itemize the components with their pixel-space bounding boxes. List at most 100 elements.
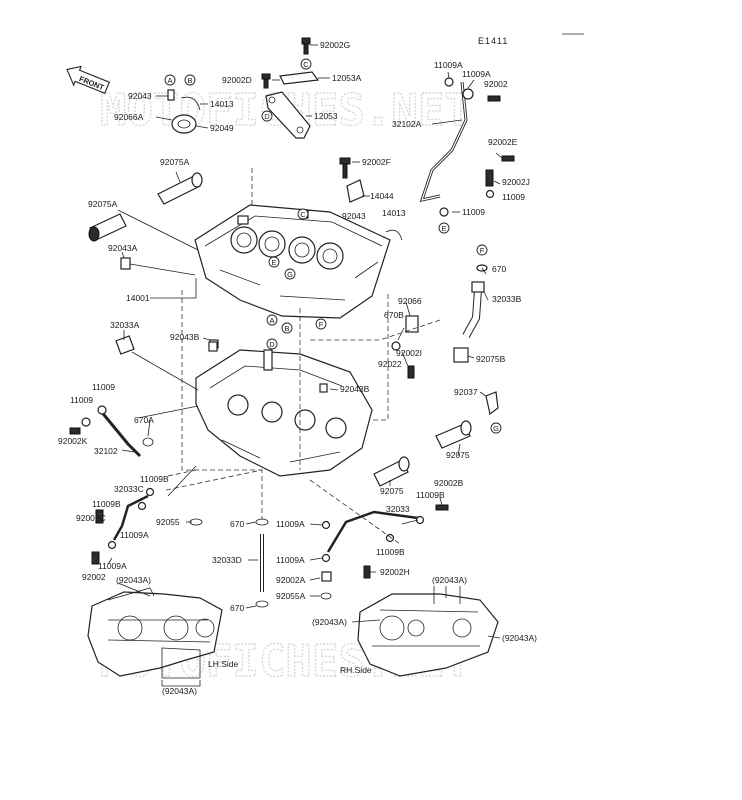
rh-side-casting <box>357 593 499 677</box>
svg-text:B: B <box>284 324 289 333</box>
part-label: 11009A <box>276 555 305 565</box>
part-label: 92066 <box>398 296 422 306</box>
svg-text:F: F <box>480 246 485 255</box>
callout-e-case: E <box>268 256 280 268</box>
callout-c-case: C <box>297 208 309 220</box>
callout-b-case: B <box>281 322 293 334</box>
part-label: 32033C <box>114 484 144 494</box>
part-label: 11009B <box>92 499 121 509</box>
part-label: 92002B <box>434 478 464 488</box>
part-label: 92055A <box>276 591 306 601</box>
part-label: 32033 <box>386 504 410 514</box>
part-label: 92043B <box>340 384 370 394</box>
upper-crankcase <box>194 204 391 319</box>
part-label: 670A <box>134 415 154 425</box>
svg-text:C: C <box>303 60 309 69</box>
part-label: 11009A <box>120 530 149 540</box>
rh-side-label: RH.Side <box>340 665 372 675</box>
part-label: 92002F <box>362 157 391 167</box>
callout-d-top: D <box>261 110 273 122</box>
part-label: 14013 <box>210 99 234 109</box>
callout-f-hose: F <box>476 244 488 256</box>
part-label: 670 <box>230 603 244 613</box>
part-label: 92075 <box>380 486 404 496</box>
part-label: 11009A <box>98 561 127 571</box>
svg-text:F: F <box>319 320 324 329</box>
part-label: 92002A <box>276 575 306 585</box>
part-label: 92049 <box>210 123 234 133</box>
callout-b-top: B <box>184 74 196 86</box>
ref-label-rh-right: (92043A) <box>502 633 537 643</box>
lh-side-casting <box>87 591 223 679</box>
lh-side-label: LH.Side <box>208 659 239 669</box>
part-label: 11009A <box>434 60 463 70</box>
svg-text:E: E <box>271 258 276 267</box>
lower-crankcase <box>195 339 373 477</box>
part-label: 32033D <box>212 555 242 565</box>
part-label: 32102A <box>392 119 422 129</box>
part-label: 92043 <box>342 211 366 221</box>
svg-text:G: G <box>493 424 499 433</box>
part-labels: 92002G 92002D 12053A 12053 92043 14013 9… <box>58 40 537 696</box>
part-label: 92002 <box>82 572 106 582</box>
part-label: 11009 <box>92 382 115 392</box>
small-parts <box>69 37 515 608</box>
diagram-code: E1411 <box>478 36 508 46</box>
part-label: 11009B <box>140 474 169 484</box>
ref-label-lh-top: (92043A) <box>116 575 151 585</box>
part-label: 32102 <box>94 446 118 456</box>
part-label: 92075A <box>160 157 190 167</box>
part-label: 670 <box>492 264 506 274</box>
ref-label-rh-top: (92043A) <box>432 575 467 585</box>
svg-text:A: A <box>269 316 274 325</box>
assembly-lines <box>165 168 441 545</box>
svg-text:D: D <box>264 112 270 121</box>
callout-a-case: A <box>266 314 278 326</box>
part-label: 92002E <box>488 137 518 147</box>
svg-text:A: A <box>167 76 172 85</box>
part-label: 92037 <box>454 387 478 397</box>
callout-a-top: A <box>164 74 176 86</box>
part-label: 11009A <box>462 69 491 79</box>
part-label: 14044 <box>370 191 394 201</box>
part-label: 11009B <box>416 490 445 500</box>
callout-d-lower: D <box>266 338 278 350</box>
svg-text:B: B <box>187 76 192 85</box>
svg-text:D: D <box>269 340 275 349</box>
callout-g-bracket: G <box>490 422 502 434</box>
part-label: 92066A <box>114 112 144 122</box>
part-label: 12053A <box>332 73 362 83</box>
part-label: 670B <box>384 310 404 320</box>
part-label: 92043 <box>128 91 152 101</box>
part-label: 92002G <box>320 40 350 50</box>
callout-markers: A B C D C E G A B F D E F G <box>164 58 502 434</box>
part-label: 92002I <box>396 348 422 358</box>
part-label: 92002 <box>484 79 508 89</box>
front-arrow-icon: FRONT <box>66 65 111 95</box>
part-label: 92075A <box>88 199 118 209</box>
svg-text:C: C <box>300 210 306 219</box>
callout-f-case: F <box>315 318 327 330</box>
svg-text:G: G <box>287 270 293 279</box>
part-label: 670 <box>230 519 244 529</box>
ref-label-rh-left: (92043A) <box>312 617 347 627</box>
part-label: 92002C <box>76 513 106 523</box>
part-label: 14013 <box>382 208 406 218</box>
ref-label-lh-bottom: (92043A) <box>162 686 197 696</box>
part-label: 11009A <box>276 519 305 529</box>
part-label: 92075 <box>446 450 470 460</box>
part-label: 32033A <box>110 320 140 330</box>
part-label: 11009 <box>502 192 525 202</box>
part-label: 92002J <box>502 177 530 187</box>
part-label: 12053 <box>314 111 338 121</box>
leader-lines <box>107 44 503 687</box>
callout-e-pipe: E <box>438 222 450 234</box>
svg-text:E: E <box>441 224 446 233</box>
part-label: 11009 <box>462 207 485 217</box>
part-label: 92002K <box>58 436 88 446</box>
part-label: 92002D <box>222 75 252 85</box>
part-label: 92075B <box>476 354 506 364</box>
part-label: 32033B <box>492 294 522 304</box>
part-label: 92043B <box>170 332 200 342</box>
